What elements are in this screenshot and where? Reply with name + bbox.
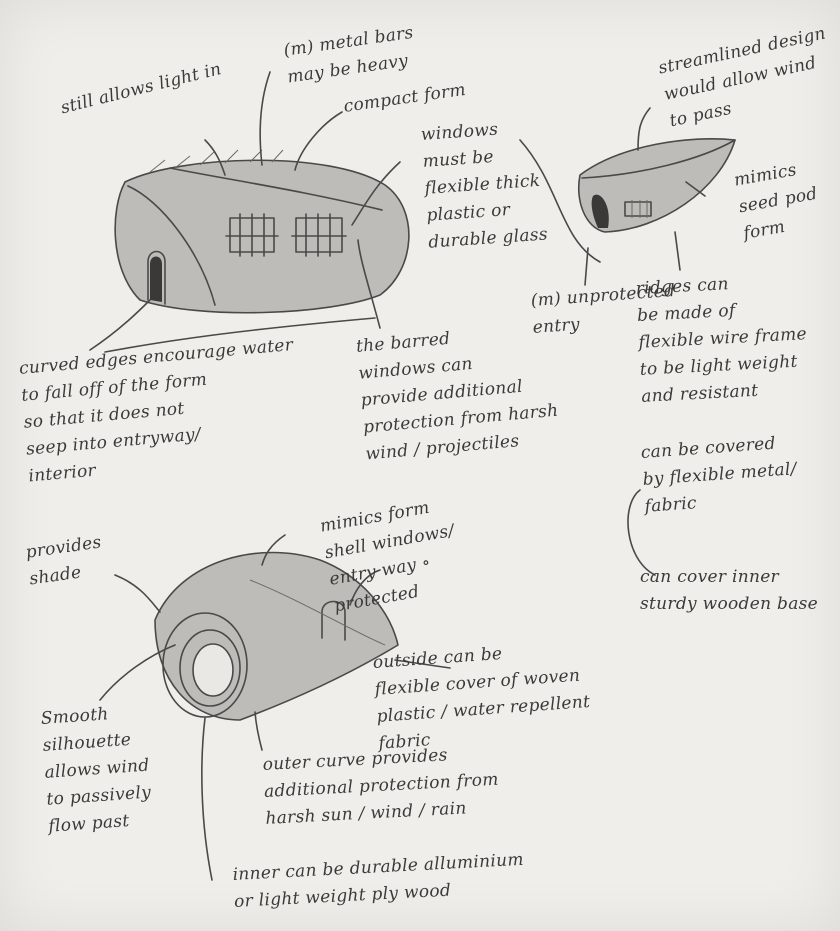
note-outer-curve: outer curve provides additional protecti… [262,740,501,833]
note-outside-cover: outside can be flexible cover of woven p… [372,635,593,758]
note-provides-shade: provides shade [24,529,107,593]
note-mimics-seed: mimics seed pod form [732,154,824,248]
note-ridges: ridges can be made of flexible wire fram… [635,267,810,411]
seed-pod-sketch [579,139,735,232]
note-cover-inner: can cover inner sturdy wooden base [640,564,818,618]
shelter-sketch-1 [115,150,409,313]
note-barred-windows: the barred windows can provide additiona… [355,317,562,469]
note-curved-edges: curved edges encourage water to fall off… [18,332,304,490]
note-mimics-shell: mimics form shell windows/ entry way ∘ p… [318,491,466,620]
note-covered-flexible: can be covered by flexible metal/ fabric [640,429,799,521]
note-smooth-silhouette: Smooth silhouette allows wind to passive… [40,699,154,841]
note-windows-flexible: windows must be flexible thick plastic o… [420,114,549,257]
